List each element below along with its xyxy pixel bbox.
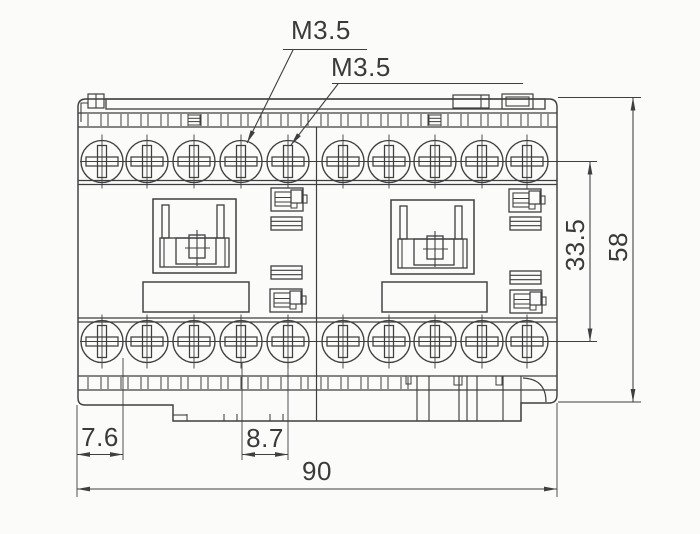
- terminal-screw: [505, 134, 549, 189]
- arrowhead: [77, 452, 90, 457]
- aux-connector: [269, 288, 307, 313]
- dim-label-7-6: 7.6: [81, 422, 119, 452]
- aux-connector: [508, 188, 546, 213]
- corner-step: [80, 102, 88, 122]
- notch: [495, 375, 503, 386]
- terminal-screw: [80, 314, 124, 369]
- top-right-block-2: [501, 93, 534, 110]
- hatch-block: [187, 114, 201, 126]
- dim-label-90: 90: [302, 456, 332, 486]
- thread-callout-1: M3.5: [291, 15, 351, 45]
- terminal-screw: [266, 134, 310, 189]
- arrowhead: [110, 452, 123, 457]
- tick-bands: [78, 112, 557, 421]
- arrowhead: [630, 389, 636, 402]
- terminal-screw: [321, 314, 365, 369]
- arrowhead: [247, 130, 255, 143]
- terminal-screw: [367, 314, 411, 369]
- dimension-lines: [76, 97, 641, 497]
- leader-1: [246, 49, 294, 144]
- terminal-screw: [172, 134, 216, 189]
- aux-connector: [509, 289, 547, 314]
- vent-slot: [270, 216, 303, 231]
- hatch-block: [428, 114, 442, 126]
- device-outline: [77, 98, 558, 422]
- terminal-screw: [460, 314, 504, 369]
- contactor-modules: [142, 198, 488, 313]
- terminal-screw: [367, 134, 411, 189]
- terminal-screw: [219, 314, 263, 369]
- accessory-blocks: [269, 187, 547, 314]
- vent-slot: [270, 265, 303, 280]
- terminal-screw: [505, 314, 549, 369]
- dim-label-33-5: 33.5: [560, 218, 590, 272]
- arrowhead: [77, 486, 90, 492]
- nameplate-left: [142, 281, 250, 313]
- terminal-screw: [172, 314, 216, 369]
- nameplate-right: [381, 281, 488, 313]
- bottom-mount-detail: [173, 375, 547, 421]
- notch: [405, 375, 412, 385]
- terminal-screw: [125, 314, 169, 369]
- arrowhead: [242, 452, 255, 457]
- terminal-screw: [413, 314, 457, 369]
- vent-slot: [509, 216, 542, 231]
- top-right-block-1: [452, 94, 490, 109]
- terminal-screw: [219, 134, 263, 189]
- terminal-screw: [125, 134, 169, 189]
- arrowhead: [630, 97, 636, 111]
- arrowhead: [291, 133, 301, 145]
- notch: [453, 375, 463, 386]
- corner-fillet: [522, 377, 547, 403]
- arrowhead: [587, 161, 593, 175]
- dim-label-58: 58: [603, 232, 633, 262]
- terminal-screw: [266, 314, 310, 369]
- terminal-screw: [321, 134, 365, 189]
- aux-connector: [270, 187, 308, 212]
- device-body: [77, 98, 558, 422]
- arrowhead: [587, 328, 593, 342]
- top-cover-detail: [80, 93, 546, 122]
- leader-lines: [246, 48, 523, 146]
- coil-module: [152, 198, 237, 274]
- terminal-screw: [460, 134, 504, 189]
- top-bar: [105, 98, 546, 110]
- terminal-screw: [80, 134, 124, 189]
- arrowhead: [275, 452, 288, 457]
- coil-module: [390, 199, 475, 275]
- terminal-screws: [80, 134, 597, 369]
- vent-slot: [509, 270, 542, 285]
- terminal-screw: [413, 134, 457, 189]
- dim-label-8-7: 8.7: [246, 423, 284, 453]
- thread-callout-2: M3.5: [331, 52, 391, 82]
- arrowhead: [544, 486, 557, 492]
